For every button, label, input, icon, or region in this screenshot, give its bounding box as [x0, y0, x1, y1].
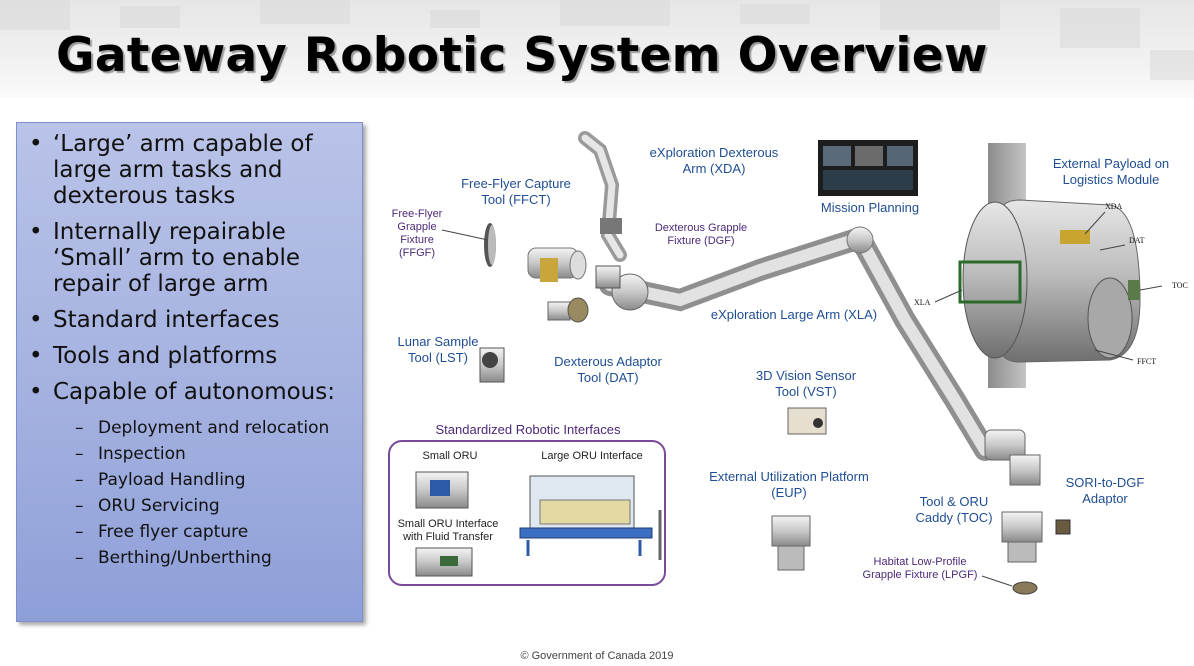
eup-image — [771, 515, 811, 571]
vst-image — [787, 407, 827, 435]
label-ffct: Free-Flyer Capture Tool (FFCT) — [461, 176, 571, 207]
interfaces-title: Standardized Robotic Interfaces — [435, 422, 621, 437]
label-dat: Dexterous Adaptor Tool (DAT) — [554, 354, 662, 385]
xda-arm-image — [578, 131, 627, 262]
header-tile — [560, 0, 670, 26]
label-dgf: Dexterous Grapple Fixture (DGF) — [654, 222, 748, 247]
bullet-panel: ‘Large’ arm capable of large arm tasks a… — [16, 122, 363, 622]
sub-bullet-list: Deployment and relocation Inspection Pay… — [25, 415, 352, 571]
small-oru-fluid-image — [415, 547, 473, 577]
label-large-oru: Large ORU Interface — [541, 450, 643, 462]
header-tile — [740, 4, 810, 24]
ffct-tool-image — [527, 247, 587, 282]
bullet-item: Tools and platforms — [25, 343, 352, 369]
dgf-image — [595, 265, 621, 289]
ffgf-image — [484, 223, 496, 267]
label-small-oru-fluid: Small ORU Interface with Fluid Transfer — [397, 518, 499, 543]
label-sori: SORI-to-DGF Adaptor — [1065, 475, 1145, 506]
sub-bullet-item: Berthing/Unberthing — [25, 545, 352, 571]
header-band — [0, 0, 1194, 98]
slide-title: Gateway Robotic System Overview — [56, 28, 988, 83]
label-small-oru: Small ORU — [422, 450, 478, 462]
sub-bullet-item: ORU Servicing — [25, 493, 352, 519]
tag-toc: TOC — [1172, 281, 1188, 290]
main-bullet-list: ‘Large’ arm capable of large arm tasks a… — [25, 131, 352, 405]
sub-bullet-item: Inspection — [25, 441, 352, 467]
xla-wrist — [984, 429, 1026, 461]
module-payload — [1060, 230, 1090, 244]
label-ffgf: Free-Flyer Grapple Fixture (FFGF) — [391, 208, 443, 259]
header-tile — [260, 0, 350, 24]
logistics-module-image — [958, 143, 1141, 388]
sori-image — [1055, 519, 1071, 535]
bullet-item: Capable of autonomous: — [25, 379, 352, 405]
leader-lines — [441, 211, 1163, 587]
bullet-item: ‘Large’ arm capable of large arm tasks a… — [25, 131, 352, 209]
label-xda-text: eXploration Dexterous Arm (XDA) — [649, 145, 779, 176]
tag-dat: DAT — [1129, 236, 1145, 245]
label-lst: Lunar Sample Tool (LST) — [397, 334, 479, 365]
xla-elbow-joint — [846, 226, 874, 254]
mission-planning-image — [818, 140, 918, 196]
copyright-footer: © Government of Canada 2019 — [520, 650, 674, 662]
label-xla: eXploration Large Arm (XLA) — [710, 307, 878, 322]
label-external-payload: External Payload on Logistics Module — [1052, 156, 1170, 187]
lst-image — [479, 347, 505, 383]
tag-xda: XDA — [1105, 202, 1123, 211]
header-tile — [0, 0, 70, 30]
sub-bullet-item: Free flyer capture — [25, 519, 352, 545]
toc-image — [1001, 511, 1043, 563]
label-vst: 3D Vision Sensor Tool (VST) — [755, 368, 857, 399]
xla-end-effector — [611, 273, 649, 311]
bullet-item: Internally repairable ‘Small’ arm to ena… — [25, 219, 352, 297]
module-toc — [1128, 280, 1140, 300]
label-lpgf: Habitat Low-Profile Grapple Fixture (LPG… — [862, 556, 978, 581]
tag-xla: XLA — [914, 298, 931, 307]
xda-joint — [600, 218, 622, 234]
label-eup: External Utilization Platform (EUP) — [709, 469, 869, 500]
label-mission-planning: Mission Planning — [820, 200, 920, 215]
header-tile — [1060, 8, 1140, 48]
header-tile — [880, 0, 1000, 30]
dat-image — [547, 297, 589, 323]
tag-ffct: FFCT — [1137, 357, 1157, 366]
header-tile — [1150, 50, 1194, 80]
header-tile — [120, 6, 180, 28]
sub-bullet-item: Payload Handling — [25, 467, 352, 493]
sub-bullet-item: Deployment and relocation — [25, 415, 352, 441]
label-toc: Tool & ORU Caddy (TOC) — [915, 494, 993, 525]
bullet-item: Standard interfaces — [25, 307, 352, 333]
large-oru-image — [519, 475, 662, 560]
lpgf-image — [1012, 581, 1038, 595]
small-oru-image — [415, 471, 469, 509]
xla-base — [1009, 454, 1041, 486]
label-xda: eXploration Dexterous Arm (XDA) — [644, 145, 784, 177]
header-tile — [430, 10, 480, 28]
module-truss — [958, 260, 1022, 304]
